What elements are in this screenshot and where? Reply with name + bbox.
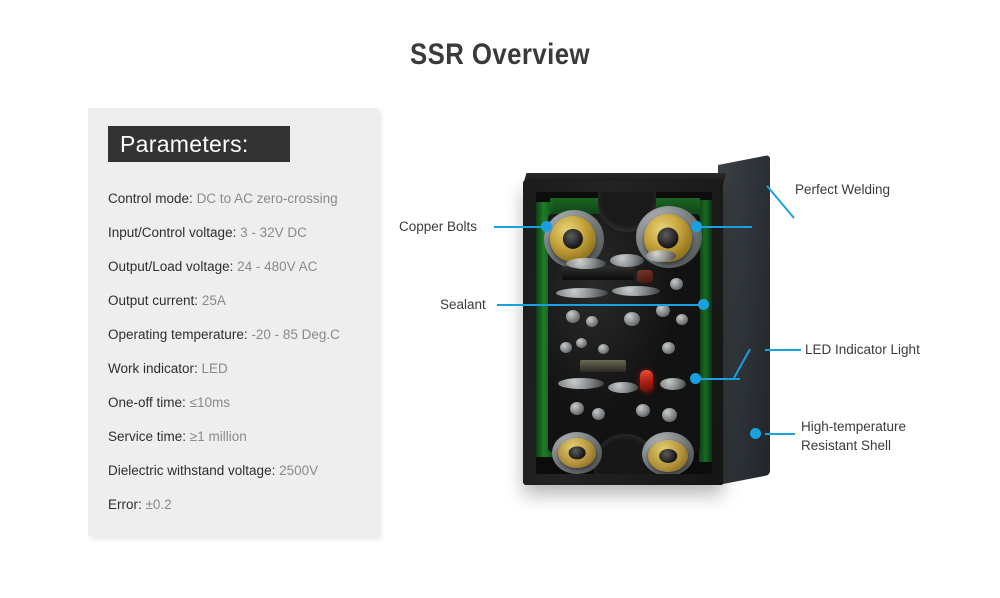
parameter-row: Control mode: DC to AC zero-crossing <box>108 190 368 224</box>
parameter-label: Output/Load voltage: <box>108 259 234 274</box>
parameter-value: 24 - 480V AC <box>237 259 318 274</box>
parameter-row: Input/Control voltage: 3 - 32V DC <box>108 224 368 258</box>
pcb-edge-right <box>699 200 712 462</box>
parameter-label: Service time: <box>108 429 187 444</box>
solder-blob <box>646 250 676 262</box>
solder-blob <box>570 402 584 415</box>
callout-dot-high-temperature-resistant-shell <box>750 428 761 439</box>
parameter-value: -20 - 85 Deg.C <box>251 327 340 342</box>
solder-blob <box>558 378 604 389</box>
page-title: SSR Overview <box>409 38 591 71</box>
callout-label-sealant: Sealant <box>440 297 486 312</box>
parameter-label: Input/Control voltage: <box>108 225 237 240</box>
callout-dot-perfect-welding <box>691 221 702 232</box>
component-block <box>637 270 653 283</box>
solder-blob <box>660 378 686 390</box>
parameter-value: LED <box>201 361 228 376</box>
relay-inner-cavity <box>536 192 712 474</box>
solder-blob <box>598 344 609 354</box>
parameter-row: Dielectric withstand voltage: 2500V <box>108 462 368 496</box>
parameter-row: Error: ±0.2 <box>108 496 368 530</box>
solder-blob <box>586 316 598 327</box>
parameter-value: ±0.2 <box>145 497 172 512</box>
parameters-panel: Parameters: Control mode: DC to AC zero-… <box>88 108 378 536</box>
parameter-row: Output current: 25A <box>108 292 368 326</box>
parameter-value: ≤10ms <box>189 395 230 410</box>
callout-dot-copper-bolts <box>541 221 552 232</box>
parameter-value: 2500V <box>279 463 319 478</box>
solder-blob <box>566 310 580 323</box>
solder-blob <box>610 254 644 267</box>
solder-blob <box>592 408 605 420</box>
parameter-value: DC to AC zero-crossing <box>196 191 338 206</box>
parameter-row: Output/Load voltage: 24 - 480V AC <box>108 258 368 292</box>
product-image-solid-state-relay <box>490 154 820 515</box>
solder-blob <box>556 288 608 298</box>
component-bar <box>562 266 634 280</box>
parameter-value: ≥1 million <box>189 429 247 444</box>
solder-blob <box>662 342 675 354</box>
callout-dot-sealant <box>698 299 709 310</box>
parameter-label: One-off time: <box>108 395 186 410</box>
parameter-row: Service time: ≥1 million <box>108 428 368 462</box>
callout-leader-led-indicator-light <box>765 349 801 351</box>
callout-leader-led-indicator-light-lower <box>696 378 740 380</box>
parameter-label: Error: <box>108 497 142 512</box>
parameter-label: Work indicator: <box>108 361 198 376</box>
callout-label-copper-bolts: Copper Bolts <box>399 219 478 234</box>
parameter-row: One-off time: ≤10ms <box>108 394 368 428</box>
callout-leader-high-temperature-resistant-shell <box>765 433 795 435</box>
parameter-label: Dielectric withstand voltage: <box>108 463 276 478</box>
solder-blob <box>656 304 670 317</box>
led-indicator <box>640 370 653 392</box>
parameter-value: 25A <box>201 293 226 308</box>
parameters-header: Parameters: <box>108 126 290 162</box>
parameter-row: Operating temperature: -20 - 85 Deg.C <box>108 326 368 360</box>
callout-leader-perfect-welding-horizontal <box>696 226 752 228</box>
relay-side-face <box>718 154 770 486</box>
solder-blob <box>560 342 572 353</box>
solder-blob <box>662 408 677 422</box>
copper-bolt-bottom-right <box>648 440 688 472</box>
solder-blob <box>624 312 640 326</box>
solder-blob <box>576 338 587 348</box>
callout-label-led-indicator-light: LED Indicator Light <box>805 342 920 357</box>
parameter-value: 3 - 32V DC <box>240 225 307 240</box>
copper-bolt-bottom-left <box>558 438 596 468</box>
component-bar <box>580 360 626 372</box>
solder-blob <box>636 404 650 417</box>
callout-label-perfect-welding: Perfect Welding <box>795 182 891 197</box>
solder-blob <box>566 258 606 269</box>
callout-dot-led-indicator-light <box>690 373 701 384</box>
solder-blob <box>612 286 660 296</box>
relay-front-housing <box>523 180 723 485</box>
copper-bolt-top-left <box>550 216 596 262</box>
parameter-label: Operating temperature: <box>108 327 248 342</box>
solder-blob <box>676 314 688 325</box>
callout-leader-sealant <box>497 304 703 306</box>
callout-label-high-temperature-resistant-shell-line1: High-temperature <box>801 419 907 434</box>
callout-leader-copper-bolts <box>494 226 546 228</box>
parameter-label: Control mode: <box>108 191 193 206</box>
parameter-row: Work indicator: LED <box>108 360 368 394</box>
solder-blob <box>670 278 683 290</box>
parameter-label: Output current: <box>108 293 199 308</box>
solder-blob <box>608 382 638 393</box>
parameters-list: Control mode: DC to AC zero-crossing Inp… <box>108 190 368 530</box>
callout-label-high-temperature-resistant-shell-line2: Resistant Shell <box>801 438 892 453</box>
